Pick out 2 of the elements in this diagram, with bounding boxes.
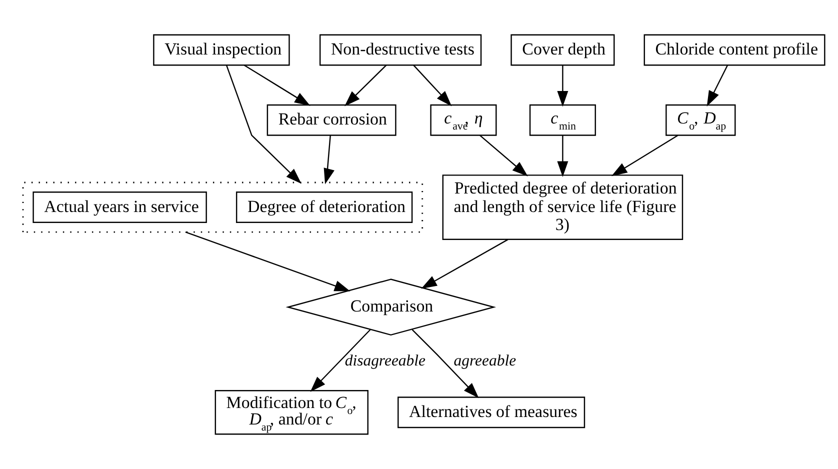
edge-label: disagreeable [344, 352, 426, 370]
edge-label: agreeable [454, 352, 516, 370]
